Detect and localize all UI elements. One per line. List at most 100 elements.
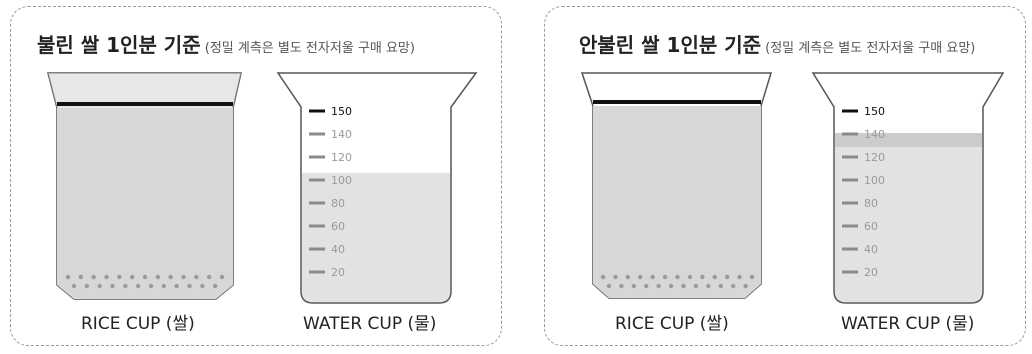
rice-cup-dot xyxy=(110,283,115,289)
rice-cup-dot xyxy=(91,274,96,280)
rice-cup-dot xyxy=(187,283,192,289)
rice-cup xyxy=(47,72,242,300)
rice-cup-dot xyxy=(687,274,693,280)
rice-cup-dot xyxy=(706,283,711,289)
rice-cup-dot xyxy=(625,274,631,280)
rice-cup-dot xyxy=(161,283,167,289)
scale-tick-label: 60 xyxy=(331,220,345,233)
rice-cup-dot xyxy=(700,274,705,280)
water-cup: 150 140 120 100 80 60 40 20 xyxy=(276,72,478,304)
scale-tick xyxy=(309,270,325,274)
rice-cup-dot xyxy=(117,274,122,280)
scale-tick-label: 60 xyxy=(864,220,878,233)
scale-tick-label: 40 xyxy=(331,243,345,256)
rice-cup-dot xyxy=(668,283,674,289)
rice-cup-dot xyxy=(730,283,736,289)
rice-cup-dot xyxy=(148,283,154,289)
scale-tick-label: 100 xyxy=(331,174,352,187)
scale-tick-label: 20 xyxy=(864,266,878,279)
scale-tick-label: 100 xyxy=(864,174,885,187)
rice-cup-dot xyxy=(656,283,661,289)
scale-tick xyxy=(309,247,325,251)
rice-cup-dot xyxy=(78,274,84,280)
scale-tick xyxy=(842,270,858,274)
rice-cup-dot xyxy=(743,283,748,289)
rice-cup-dot xyxy=(206,274,212,280)
scale-tick-label: 120 xyxy=(864,151,885,164)
rice-cup-dot xyxy=(65,274,71,280)
panel-title: 안불린 쌀 1인분 기준 (정밀 계측은 별도 전자저울 구매 요망) xyxy=(579,29,975,58)
panel-unsoaked-rice: 안불린 쌀 1인분 기준 (정밀 계측은 별도 전자저울 구매 요망) 150 1… xyxy=(544,6,1026,346)
rice-cup-dot xyxy=(644,283,649,289)
rice-cup-dot xyxy=(104,274,109,280)
rice-cup-dot xyxy=(212,283,218,289)
rice-cup-dot xyxy=(97,283,102,289)
scale-tick xyxy=(309,201,325,205)
scale-tick-label: 80 xyxy=(331,197,345,210)
scale-tick-label: 150 xyxy=(331,105,352,118)
panel-title-note: (정밀 계측은 별도 전자저울 구매 요망) xyxy=(200,41,415,56)
rice-cup-dot xyxy=(129,274,135,280)
water-fill xyxy=(302,172,450,302)
scale-tick xyxy=(842,132,858,136)
rice-cup-dot xyxy=(662,274,668,280)
scale-tick xyxy=(842,201,858,205)
rice-cup-dot xyxy=(168,274,173,280)
scale-tick-label: 120 xyxy=(331,151,352,164)
rice-cup-dot xyxy=(200,283,205,289)
scale-tick xyxy=(842,224,858,228)
rice-cup-dot xyxy=(194,274,199,280)
scale-tick xyxy=(842,247,858,251)
rice-cup-dot xyxy=(718,283,723,289)
rice-cup-dot xyxy=(619,283,624,289)
rice-cup-dot xyxy=(71,283,77,289)
rice-cup-caption: RICE CUP (쌀) xyxy=(81,314,195,334)
scale-tick xyxy=(842,178,858,182)
scale-tick xyxy=(309,132,325,136)
scale-tick-label: 140 xyxy=(864,128,885,141)
rice-cup-dot xyxy=(693,283,699,289)
rice-cup-dots xyxy=(65,274,225,289)
rice-cup-dot xyxy=(737,274,742,280)
water-cup-caption: WATER CUP (물) xyxy=(303,314,437,334)
rice-cup-dot xyxy=(638,274,643,280)
rice-cup-fill xyxy=(593,106,761,298)
scale-tick-label: 80 xyxy=(864,197,878,210)
scale-tick-label: 20 xyxy=(331,266,345,279)
rice-cup-dots xyxy=(600,274,755,289)
cups-illustration: 150 140 120 100 80 60 40 20 xyxy=(47,72,478,304)
rice-cup-dot xyxy=(724,274,730,280)
rice-cup-rim xyxy=(48,73,241,108)
rice-cup-caption: RICE CUP (쌀) xyxy=(615,314,729,334)
rice-cup-dot xyxy=(631,283,637,289)
rice-cup-dot xyxy=(613,274,618,280)
rice-cup-dot xyxy=(142,274,148,280)
scale-tick xyxy=(309,224,325,228)
rice-cup-dot xyxy=(600,274,606,280)
rice-cup-dot xyxy=(84,283,90,289)
rice-cup-dot xyxy=(135,283,141,289)
rice-cup-dot xyxy=(123,283,128,289)
water-cup-caption: WATER CUP (물) xyxy=(841,314,975,334)
scale-tick xyxy=(309,155,325,159)
rice-cup-dot xyxy=(155,274,161,280)
rice-cup-dot xyxy=(219,274,225,280)
rice-cup xyxy=(580,72,773,299)
scale-tick-label: 140 xyxy=(331,128,352,141)
panel-title-main: 안불린 쌀 1인분 기준 xyxy=(579,33,762,57)
scale-tick xyxy=(842,155,858,159)
rice-cup-dot xyxy=(749,274,755,280)
panel-title: 불린 쌀 1인분 기준 (정밀 계측은 별도 전자저울 구매 요망) xyxy=(37,29,415,58)
rice-cup-dot xyxy=(675,274,680,280)
panel-title-main: 불린 쌀 1인분 기준 xyxy=(37,33,201,57)
rice-cup-dot xyxy=(681,283,686,289)
water-level-band xyxy=(835,133,982,147)
panel-title-note: (정밀 계측은 별도 전자저울 구매 요망) xyxy=(761,41,976,56)
scale-tick-label: 150 xyxy=(864,105,885,118)
rice-cup-dot xyxy=(174,283,179,289)
panel-soaked-rice: 불린 쌀 1인분 기준 (정밀 계측은 별도 전자저울 구매 요망) 150 14… xyxy=(10,6,502,346)
rice-cup-dot xyxy=(181,274,186,280)
water-fill xyxy=(835,133,982,302)
